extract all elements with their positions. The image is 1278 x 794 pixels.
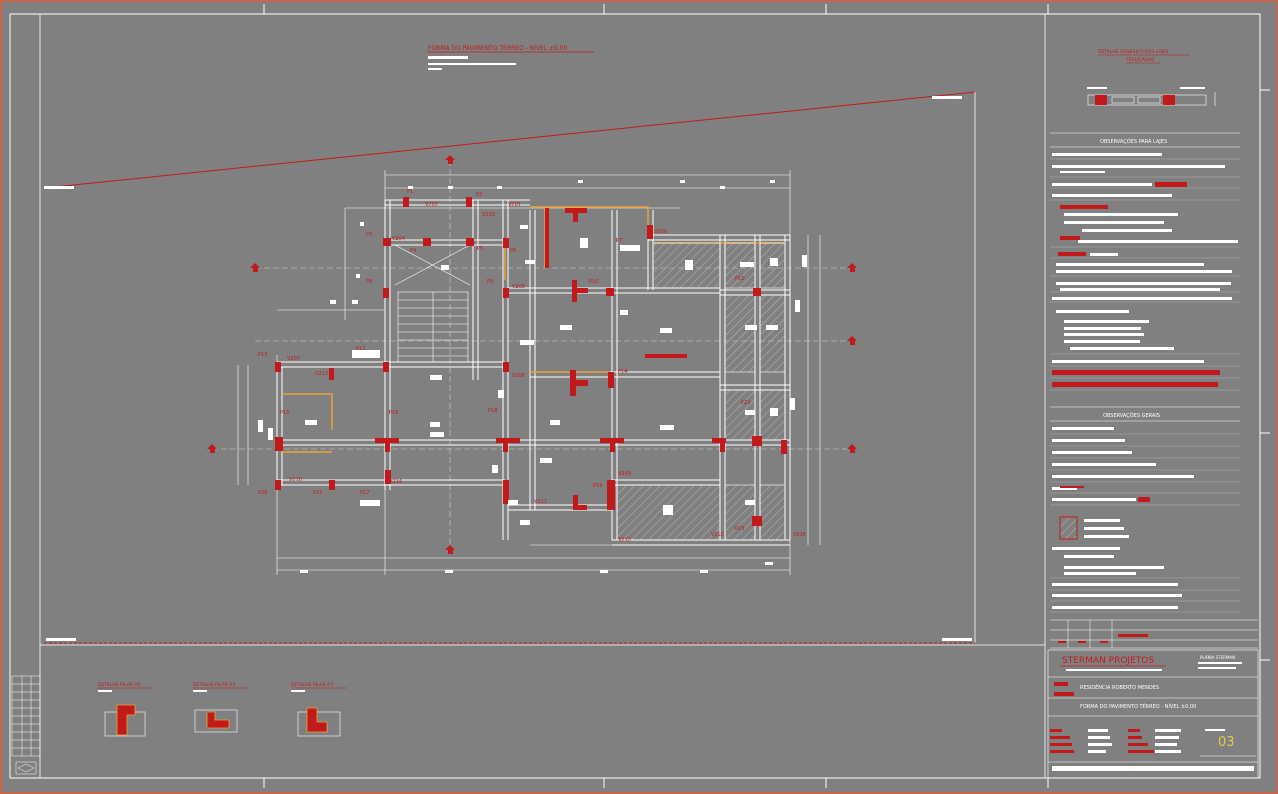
title-note-line: [428, 68, 442, 70]
beam-label: V206: [654, 229, 667, 235]
pillar-label: P11: [735, 276, 744, 282]
label-block: [44, 186, 74, 189]
pillar-label: P20: [258, 490, 267, 496]
pillar-detail-title: DETALHE PILAR P.2: [98, 682, 141, 688]
notes-slabs-title: OBSERVAÇÕES PARA LAJES: [1100, 138, 1167, 145]
pillar-label: P18: [488, 408, 497, 414]
pillar-label: P9: [487, 279, 493, 285]
pillar-markers: [275, 197, 787, 526]
beam-label: V204: [392, 236, 405, 242]
slab-detail-subtitle: TRELIÇADAS: [1125, 57, 1154, 63]
label-block: [46, 638, 76, 641]
pillar-label: P10: [589, 279, 598, 285]
title-note-line: [428, 63, 516, 65]
project-name: RESIDÊNCIA ROBERTO MENDES: [1080, 683, 1159, 691]
stair: [394, 244, 471, 363]
pillar-label: P19: [593, 483, 602, 489]
beam-label: V205: [512, 284, 525, 290]
pillar-label: P14: [618, 369, 627, 375]
stamp-label: PLÁNIA STERMAN: [1200, 655, 1235, 660]
pillar-label: P7: [616, 238, 622, 244]
slab-section-drawing: [1087, 87, 1216, 106]
pillar-label: P17: [360, 490, 369, 496]
beam-label: V203: [482, 212, 495, 218]
pillar-label: P4: [410, 248, 416, 254]
pillar-detail-1: DETALHE PILAR P.2: [98, 682, 154, 737]
pillar-detail-2: DETALHE PILAR P.5: [193, 682, 249, 733]
beam-label: V215: [711, 532, 724, 538]
border-ticks: [263, 4, 1270, 788]
pillar-label: P22: [741, 400, 750, 406]
beam-label: V216: [793, 532, 806, 538]
notes-general-rules: [1050, 433, 1240, 613]
label-block: [932, 96, 962, 99]
notes-slabs-rules: [1050, 158, 1240, 391]
pillar-label: P8: [366, 279, 372, 285]
drawing-title: FORMA DO PAVIMENTO TÉRREO - NÍVEL ±0,00: [428, 44, 568, 52]
title-block: STERMAN PROJETOS PLÁNIA STERMAN RESIDÊNC…: [1047, 649, 1259, 779]
sheet-number: 03: [1218, 735, 1235, 750]
legend-table: [11, 675, 41, 775]
pillar-label: P1: [407, 189, 413, 195]
beam-label: V210: [289, 477, 302, 483]
room-label-red: [645, 354, 687, 358]
slab-detail-title: DETALHE GENÉRICO DAS LAJES: [1098, 47, 1169, 55]
pillar-detail-title: DETALHE PILAR P.7: [291, 682, 334, 688]
sheet-subtitle: FORMA DO PAVIMENTO TÉRREO - NÍVEL ±0,00: [1080, 702, 1196, 710]
notes-general-red-marks: [1060, 486, 1150, 502]
pillar-label: P12: [356, 346, 365, 352]
dimension-texts: [258, 180, 807, 573]
axis-markers: [207, 155, 857, 554]
beam-label: V208: [512, 373, 525, 379]
beam-label: V201: [508, 202, 521, 208]
pillar-label: P2: [476, 192, 482, 198]
pillar-detail-3: DETALHE PILAR P.7: [291, 682, 347, 737]
revision-table: [1050, 619, 1258, 649]
notes-general-lines: [1052, 427, 1194, 609]
beam-label: V207: [287, 356, 300, 362]
beam-label: V213: [315, 371, 328, 377]
company-name: STERMAN PROJETOS: [1062, 656, 1154, 666]
grid-axes: [212, 160, 852, 550]
pillar-label: P3: [366, 232, 372, 238]
pillar-label: P6: [510, 248, 516, 254]
pillar-label: P5: [477, 246, 483, 252]
notes-slabs-lines: [1052, 153, 1238, 363]
material-legend-swatch: [1059, 516, 1078, 540]
notes-general-title: OBSERVAÇÕES GERAIS: [1103, 412, 1160, 419]
beam-label: V211: [534, 499, 547, 505]
pillar-label: P16: [389, 410, 398, 416]
pillar-label: P15: [280, 410, 289, 416]
section-cut-line: [43, 91, 976, 189]
title-note-line: [428, 56, 468, 59]
pillar-label: P21: [313, 490, 322, 496]
label-block: [942, 638, 972, 641]
beam-label: V214: [389, 479, 402, 485]
beam-label: V212: [618, 537, 631, 543]
beam-label: V209: [618, 471, 631, 477]
pillar-label: P13: [258, 352, 267, 358]
notes-slabs-red-marks: [1052, 182, 1220, 387]
revision-marks: [1058, 634, 1148, 643]
beam-label: V202: [425, 202, 438, 208]
pillar-detail-title: DETALHE PILAR P.5: [193, 682, 236, 688]
pillar-label: P23: [735, 526, 744, 532]
